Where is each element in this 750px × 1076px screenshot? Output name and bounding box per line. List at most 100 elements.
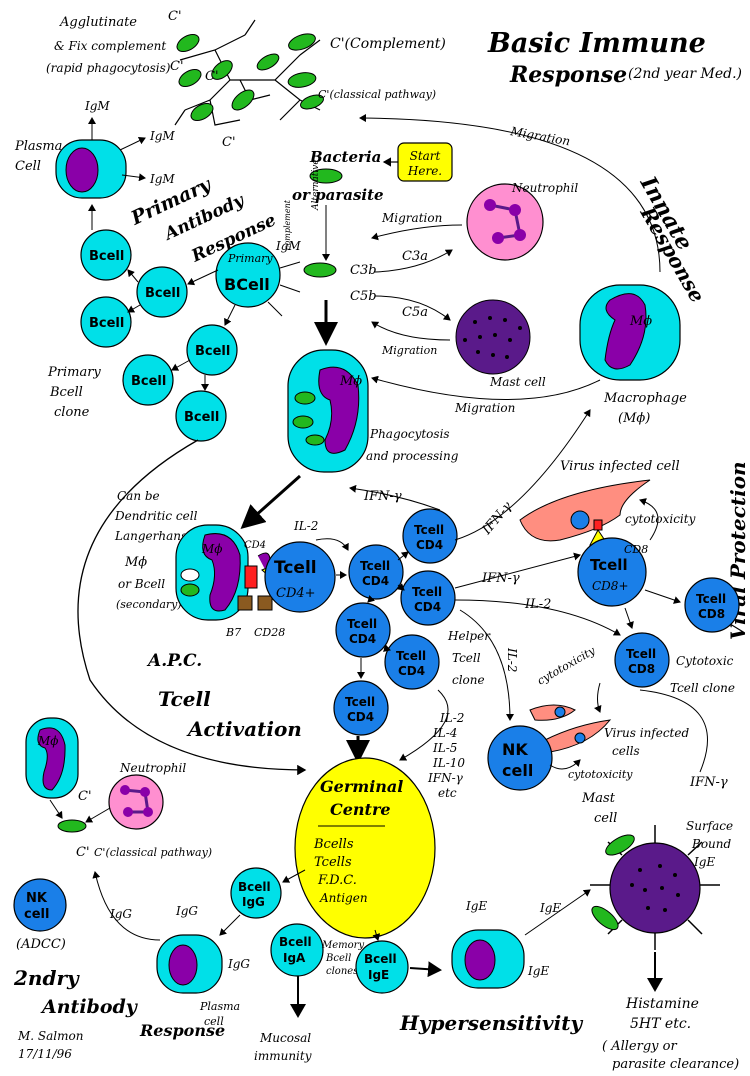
germinal-centre — [294, 757, 436, 939]
mphi-label-bottom: Mϕ — [37, 734, 58, 748]
mast-cell-mid — [455, 299, 531, 375]
start-here-box[interactable]: Start Here. — [397, 142, 453, 182]
b7-label: B7 — [225, 626, 241, 639]
virus-infected-cells-small — [529, 704, 612, 753]
cytokine-3: IL-5 — [432, 741, 457, 755]
migration-label-3: Migration — [508, 124, 571, 148]
igm-label-3: IgM — [149, 172, 175, 186]
ige-1: IgE — [465, 899, 487, 913]
bcell-igg-1: Bcell — [238, 880, 271, 894]
c-prime-4: C' — [222, 135, 236, 150]
macrophage-abbrev: (Mϕ) — [618, 411, 650, 426]
primary-bcell-clone — [80, 229, 238, 442]
igm-label-2: IgM — [149, 129, 175, 143]
phagocytosing-macrophage — [287, 349, 369, 473]
neutrophil-bottom — [108, 774, 164, 830]
bcell-ige-1: Bcell — [364, 952, 397, 966]
c3b-label: C3b — [350, 263, 377, 278]
ige-3: IgE — [527, 964, 549, 978]
tcell-c4-cd4: CD4 — [349, 632, 376, 646]
bcell-4: Bcell — [195, 344, 230, 359]
mphi-label-apc: Mϕ — [201, 542, 222, 556]
apc-type-1: Can be — [117, 489, 160, 503]
migration-label-1: Migration — [381, 211, 442, 225]
mphi-label-phago: Mϕ — [339, 374, 362, 389]
bcell-iga-1: Bcell — [279, 935, 312, 949]
memory-3: clones — [326, 966, 358, 977]
apc-type-3: Langerhans — [114, 529, 187, 543]
helper-clone-3: clone — [452, 673, 485, 687]
bacteria-line1: Bacteria — [309, 148, 381, 166]
bcell-6: Bcell — [184, 410, 219, 425]
tcell-c2: Tcell — [414, 523, 444, 537]
tcell-c3-cd4: CD4 — [414, 600, 441, 614]
author-name: M. Salmon — [17, 1029, 83, 1043]
germinal-2: Centre — [330, 800, 391, 819]
cytotoxic-clone-1: Cytotoxic — [676, 654, 734, 668]
cytokine-2: IL-4 — [432, 726, 457, 740]
primary-bcell-line1: Primary — [227, 252, 273, 265]
ifng-1: IFN-γ — [363, 489, 402, 504]
bcell-igg — [230, 867, 282, 919]
primary-bcell — [215, 242, 301, 317]
nk-cell-bottom — [13, 878, 67, 932]
tcell-c6-cd4: CD4 — [347, 710, 374, 724]
virus-infected-label: Virus infected cell — [560, 459, 680, 474]
igg-3: IgG — [227, 957, 250, 971]
germinal-item-2: Tcells — [314, 855, 352, 870]
igm-label-1: IgM — [84, 99, 110, 113]
main-tcell — [264, 541, 336, 613]
germinal-item-3: F.D.C. — [317, 873, 357, 888]
germinal-1: Germinal — [320, 777, 403, 796]
bcell-2: Bcell — [145, 286, 180, 301]
tcell-activation-2: Activation — [186, 717, 302, 741]
il2-main: IL-2 — [293, 519, 318, 533]
helper-clone-1: Helper — [447, 629, 491, 643]
hypersensitivity-label: Hypersensitivity — [399, 1011, 583, 1035]
c-prime-bottom-1: C' — [78, 789, 92, 804]
histamine-2: 5HT etc. — [630, 1016, 691, 1032]
cytotoxicity-mid: cytotoxicity — [535, 644, 598, 688]
start-box-line1: Start — [410, 149, 441, 163]
main-tcell-label: Tcell — [274, 558, 317, 578]
mast-granules — [463, 316, 522, 359]
cytokine-4: IL-10 — [432, 756, 465, 770]
primary-clone-1: Primary — [47, 365, 101, 380]
surface-ige-1: Surface — [686, 819, 733, 833]
mast-bottom-1: Mast — [581, 791, 616, 806]
agglutinate-line3: (rapid phagocytosis) — [46, 61, 171, 75]
c5b-label: C5b — [350, 289, 377, 304]
phagocytosis-line2: and processing — [366, 449, 459, 463]
neutrophil-top — [466, 183, 544, 261]
macrophage-right — [579, 284, 681, 381]
nk-cell-right — [487, 725, 553, 791]
tcell-c3: Tcell — [412, 585, 442, 599]
tcell-activation-1: Tcell — [158, 687, 211, 711]
start-box-line2: Here. — [407, 164, 442, 178]
bcell-ige — [355, 940, 409, 994]
mast-cell-label: Mast cell — [489, 375, 546, 389]
ifng-2: IFN-γ — [479, 499, 516, 538]
nk-right-2: cell — [502, 761, 533, 780]
neutrophil-label-bottom: Neutrophil — [119, 761, 186, 775]
apc-label: A.P.C. — [146, 651, 202, 671]
plasma-cell-ige — [451, 929, 525, 989]
nk-bottom-1: NK — [26, 891, 48, 906]
cytokine-1: IL-2 — [439, 711, 464, 725]
secondary-1: 2ndry — [13, 966, 80, 990]
histamine-1: Histamine — [625, 996, 699, 1012]
cd8-tcell-label: Tcell — [590, 556, 628, 574]
complement-ovals — [176, 33, 324, 122]
cd8-clone-1: Tcell — [696, 592, 726, 606]
c3a-label: C3a — [402, 249, 428, 264]
cytokine-6: etc — [438, 786, 457, 800]
bacteria-oval — [309, 168, 343, 184]
memory-1: Memory — [321, 940, 364, 951]
title-line2: Response — [509, 62, 627, 88]
primary-bcell-line2: BCell — [224, 275, 270, 294]
bcell-1: Bcell — [89, 249, 124, 264]
classical-pathway-label: C'(classical pathway) — [318, 88, 436, 101]
primary-clone-3: clone — [54, 405, 90, 420]
alt-pathway-2: complement — [283, 199, 292, 250]
